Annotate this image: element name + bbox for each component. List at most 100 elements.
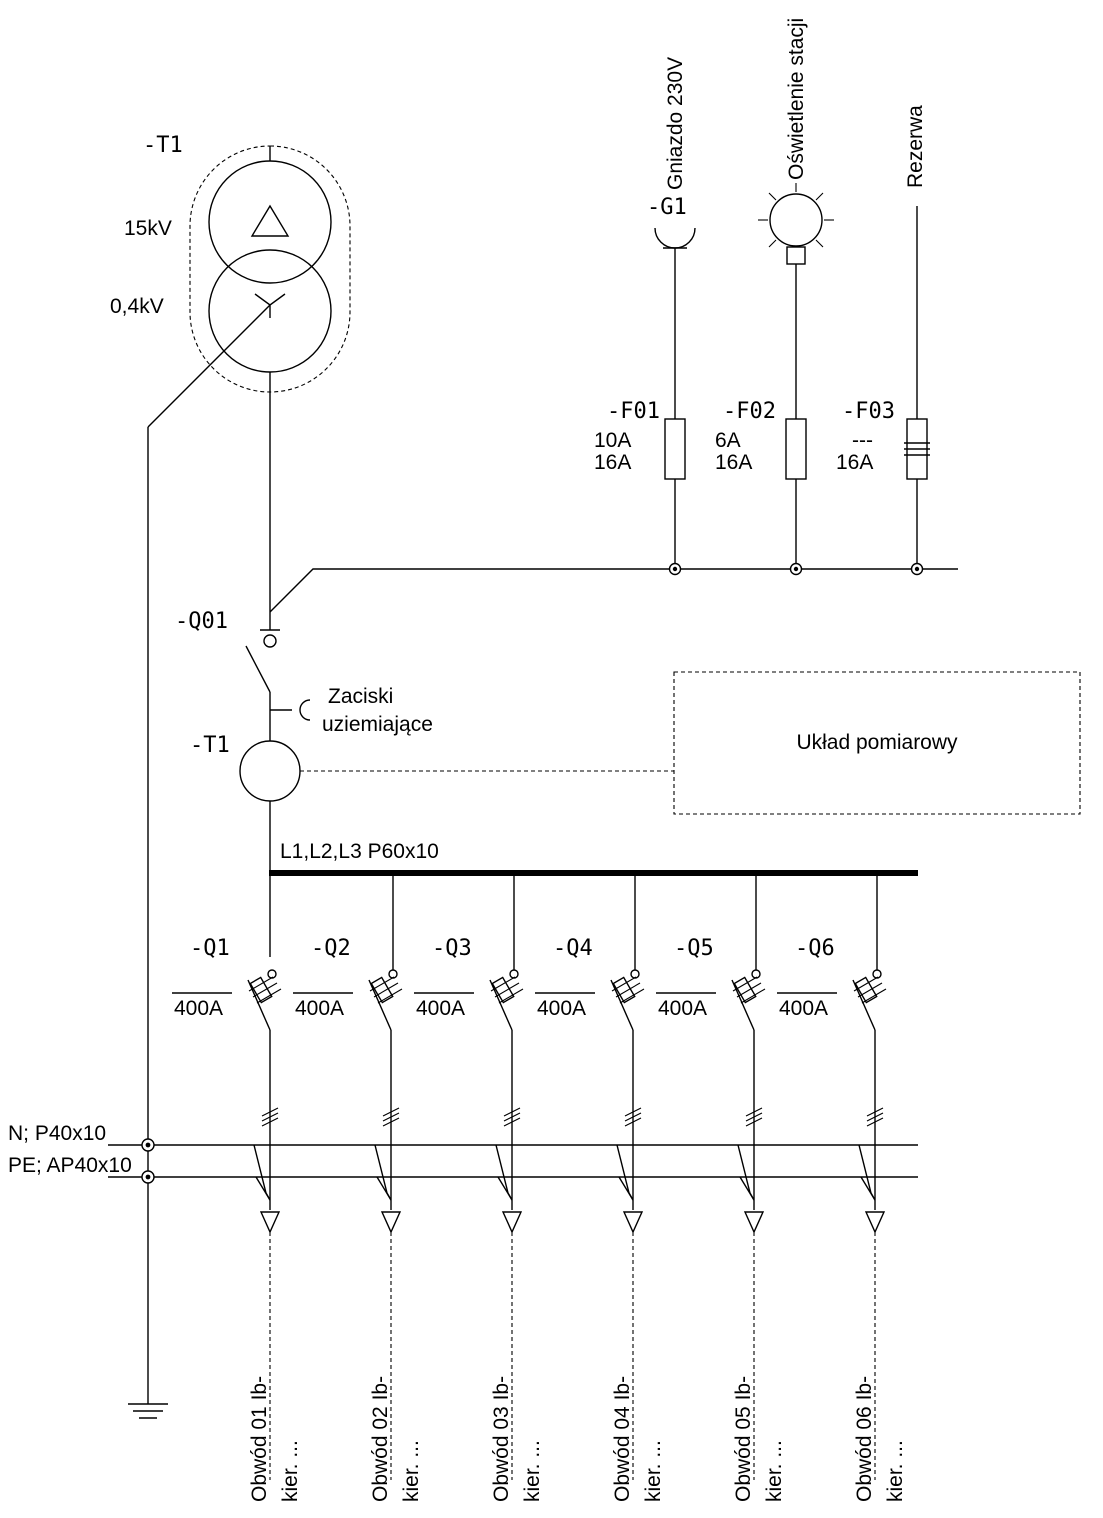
switch-blade <box>368 979 392 1031</box>
n-tap <box>374 1144 388 1194</box>
fuse-f02: -F02 6A 16A <box>715 399 807 480</box>
cable-arrow-icon <box>864 1211 886 1234</box>
n-tap <box>495 1144 509 1194</box>
contact-icon <box>509 969 519 979</box>
feeder-5: -Q5 400A Obwód 05 Ib-kier. ... <box>656 873 786 1502</box>
fuse-rating-1: --- <box>852 429 873 452</box>
power-transformer: -T1 15kV 0,4kV <box>110 133 351 612</box>
fuse-tag: -F01 <box>607 399 660 424</box>
lamp-icon <box>769 193 823 247</box>
measuring-box <box>673 671 1081 815</box>
contact-icon <box>630 969 640 979</box>
feeder-rating: 400A <box>174 997 223 1020</box>
cable-arrow-icon <box>501 1211 523 1234</box>
pe-bus-label: PE; AP40x10 <box>8 1154 132 1177</box>
transformer-hv-label: 15kV <box>124 217 172 240</box>
n-tap <box>253 1144 267 1194</box>
cable-arrow-icon <box>622 1211 644 1234</box>
fuse-rating-1: 10A <box>594 429 631 452</box>
neutral-link <box>147 304 271 428</box>
cable-arrow-icon <box>259 1211 281 1234</box>
cable-arrow-icon <box>380 1211 402 1234</box>
fuse-tag: -F03 <box>842 399 895 424</box>
feeder-tag: -Q5 <box>674 936 714 961</box>
n-tap <box>858 1144 872 1194</box>
delta-icon <box>250 204 290 237</box>
contact-icon <box>267 969 277 979</box>
feeder-name-line2: kier. ... <box>279 1440 302 1502</box>
feeder-1: -Q1 400A Obwód 01 Ib-kier. ... <box>172 873 302 1502</box>
transformer-tag: -T1 <box>143 133 183 158</box>
feeder-tag: -Q4 <box>553 936 593 961</box>
pe-tap <box>376 1176 392 1201</box>
switch-blade <box>489 979 513 1031</box>
n-tap <box>616 1144 630 1194</box>
feeder-name-line1: Obwód 04 Ib- <box>611 1376 634 1502</box>
ct-tag: -T1 <box>190 733 230 758</box>
feeder-name-line2: kier. ... <box>400 1440 423 1502</box>
measuring-system: Układ pomiarowy <box>673 671 1081 815</box>
fuse-switch-icon <box>854 976 878 1004</box>
measuring-label: Układ pomiarowy <box>796 731 958 754</box>
contact-icon <box>872 969 882 979</box>
feeder-4: -Q4 400A Obwód 04 Ib-kier. ... <box>535 873 665 1502</box>
main-switch: -Q01 <box>175 609 311 741</box>
feeder-name-line2: kier. ... <box>884 1440 907 1502</box>
pe-tap <box>497 1176 513 1201</box>
feeder-name-line1: Obwód 05 Ib- <box>732 1376 755 1502</box>
fuse-rating-2: 16A <box>594 451 631 474</box>
fuse-switch-icon <box>612 976 636 1004</box>
socket-label: Gniazdo 230V <box>664 57 687 190</box>
feeder-tag: -Q6 <box>795 936 835 961</box>
feeder-tag: -Q2 <box>311 936 351 961</box>
aux-bus <box>269 568 958 613</box>
fuse-icon <box>785 418 807 480</box>
feeder-rating: 400A <box>658 997 707 1020</box>
feeder-name-line1: Obwód 02 Ib- <box>369 1376 392 1502</box>
fuse-rating-1: 6A <box>715 429 741 452</box>
feeder-name-line2: kier. ... <box>642 1440 665 1502</box>
feeder-rating: 400A <box>779 997 828 1020</box>
pe-tap <box>860 1176 876 1201</box>
earthing-label-2: uziemiające <box>322 713 433 736</box>
feeder-name-line1: Obwód 03 Ib- <box>490 1376 513 1502</box>
fuse-f03: -F03 --- 16A <box>836 399 930 480</box>
feeder-tag: -Q3 <box>432 936 472 961</box>
ct-icon <box>239 740 301 802</box>
earthing-conductor <box>128 427 168 1419</box>
socket-icon <box>654 227 696 249</box>
switch-contact-icon <box>263 634 277 648</box>
fuse-tag: -F02 <box>723 399 776 424</box>
feeder-name-line2: kier. ... <box>763 1440 786 1502</box>
earthing-label-1: Zaciski <box>328 685 393 708</box>
feeder-rating: 400A <box>416 997 465 1020</box>
lighting-label: Oświetlenie stacji <box>785 18 808 180</box>
switch-blade <box>610 979 634 1031</box>
fuse-f01: -F01 10A 16A <box>594 399 686 480</box>
main-switch-tag: -Q01 <box>175 609 228 634</box>
transformer-hv-winding <box>208 160 332 284</box>
earthing-terminal-icon <box>299 699 311 721</box>
socket-tag: -G1 <box>647 195 687 220</box>
feeder-tag: -Q1 <box>190 936 230 961</box>
switch-blade <box>852 979 876 1031</box>
feeder-name-line1: Obwód 06 Ib- <box>853 1376 876 1502</box>
feeder-name-line1: Obwód 01 Ib- <box>248 1376 271 1502</box>
n-tap <box>737 1144 751 1194</box>
fuse-switch-icon <box>249 976 273 1004</box>
feeder-3: -Q3 400A Obwód 03 Ib-kier. ... <box>414 873 544 1502</box>
n-pe-junctions <box>141 1138 155 1184</box>
feeder-6: -Q6 400A Obwód 06 Ib-kier. ... <box>777 873 907 1502</box>
feeder-rating: 400A <box>537 997 586 1020</box>
fuse-icon <box>664 418 686 480</box>
pe-tap <box>618 1176 634 1201</box>
feeder-name-line2: kier. ... <box>521 1440 544 1502</box>
current-transformer: -T1 <box>190 733 674 873</box>
contact-icon <box>388 969 398 979</box>
star-icon <box>254 293 286 318</box>
pe-tap <box>739 1176 755 1201</box>
busbar-label: L1,L2,L3 P60x10 <box>280 840 439 863</box>
